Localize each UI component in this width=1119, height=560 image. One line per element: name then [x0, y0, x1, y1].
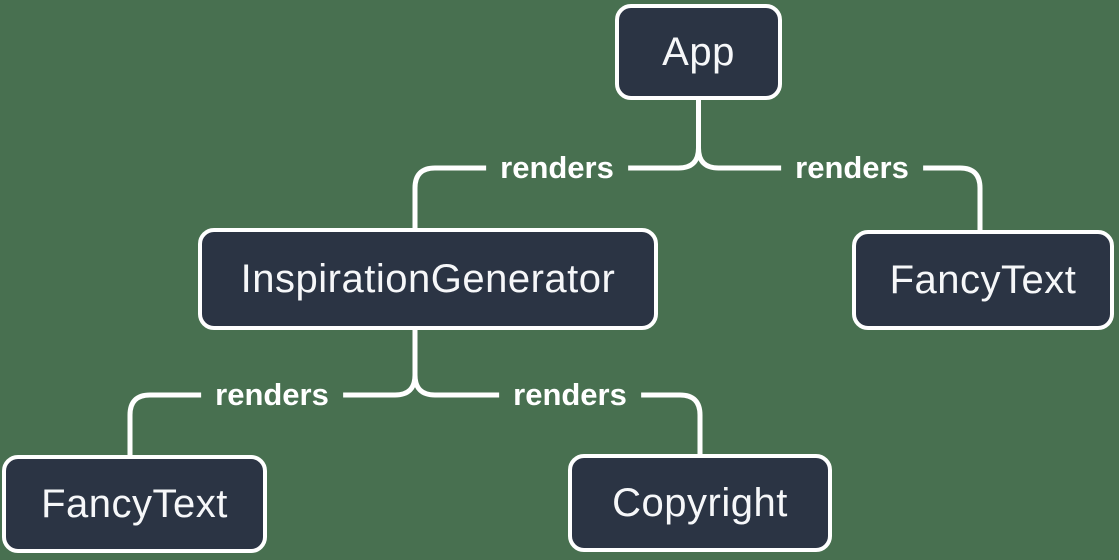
- node-fancy-text-top-label: FancyText: [889, 257, 1077, 302]
- edge-label-renders-inspiration-copyright: renders: [499, 375, 641, 415]
- node-copyright-label: Copyright: [612, 480, 788, 525]
- node-copyright: Copyright: [568, 454, 832, 552]
- node-fancy-text-bottom: FancyText: [2, 455, 267, 553]
- edge-label-renders-app-inspiration: renders: [486, 148, 628, 188]
- node-app-label: App: [662, 29, 735, 74]
- node-fancy-text-bottom-label: FancyText: [41, 481, 228, 526]
- node-app: App: [615, 4, 782, 100]
- edge-label-renders-inspiration-fancy-text: renders: [201, 375, 343, 415]
- node-inspiration-generator: InspirationGenerator: [198, 228, 658, 330]
- node-fancy-text-top: FancyText: [852, 230, 1114, 330]
- node-inspiration-generator-label: InspirationGenerator: [240, 256, 616, 301]
- edge-label-renders-app-fancy-text: renders: [781, 148, 923, 188]
